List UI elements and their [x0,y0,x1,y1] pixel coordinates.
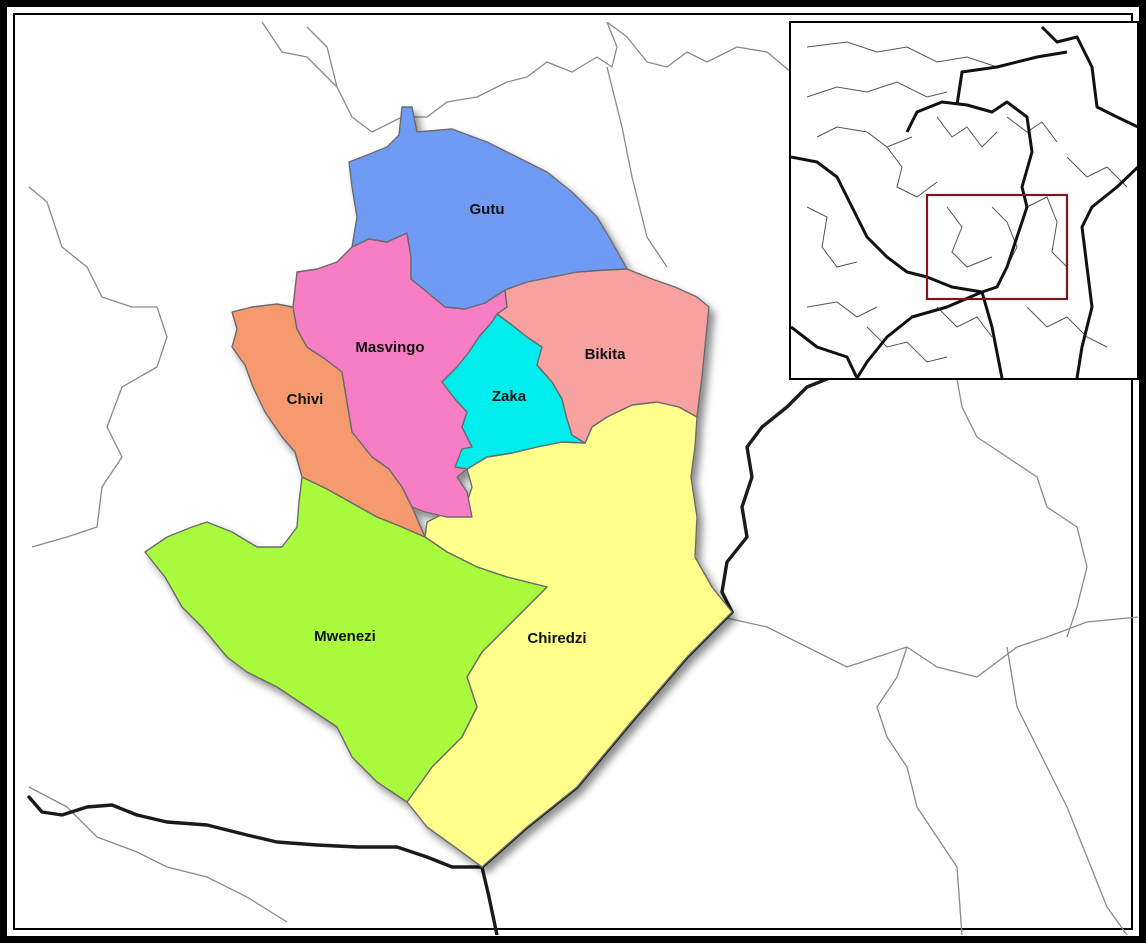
district-labels: Gutu Masvingo Chivi Zaka Bikita Mwenezi … [287,201,626,647]
label-gutu: Gutu [470,201,505,218]
label-mwenezi: Mwenezi [314,628,376,645]
label-bikita: Bikita [585,346,627,363]
inset-highlight-box [925,193,1069,301]
label-masvingo: Masvingo [355,339,424,356]
district-mwenezi [144,476,548,803]
inset-locator-map [789,21,1139,380]
district-gutu [348,106,628,310]
label-zaka: Zaka [492,388,527,405]
district-map: Gutu Masvingo Chivi Zaka Bikita Mwenezi … [27,21,1139,935]
label-chivi: Chivi [287,391,324,408]
province-districts [144,106,733,868]
label-chiredzi: Chiredzi [527,630,586,647]
